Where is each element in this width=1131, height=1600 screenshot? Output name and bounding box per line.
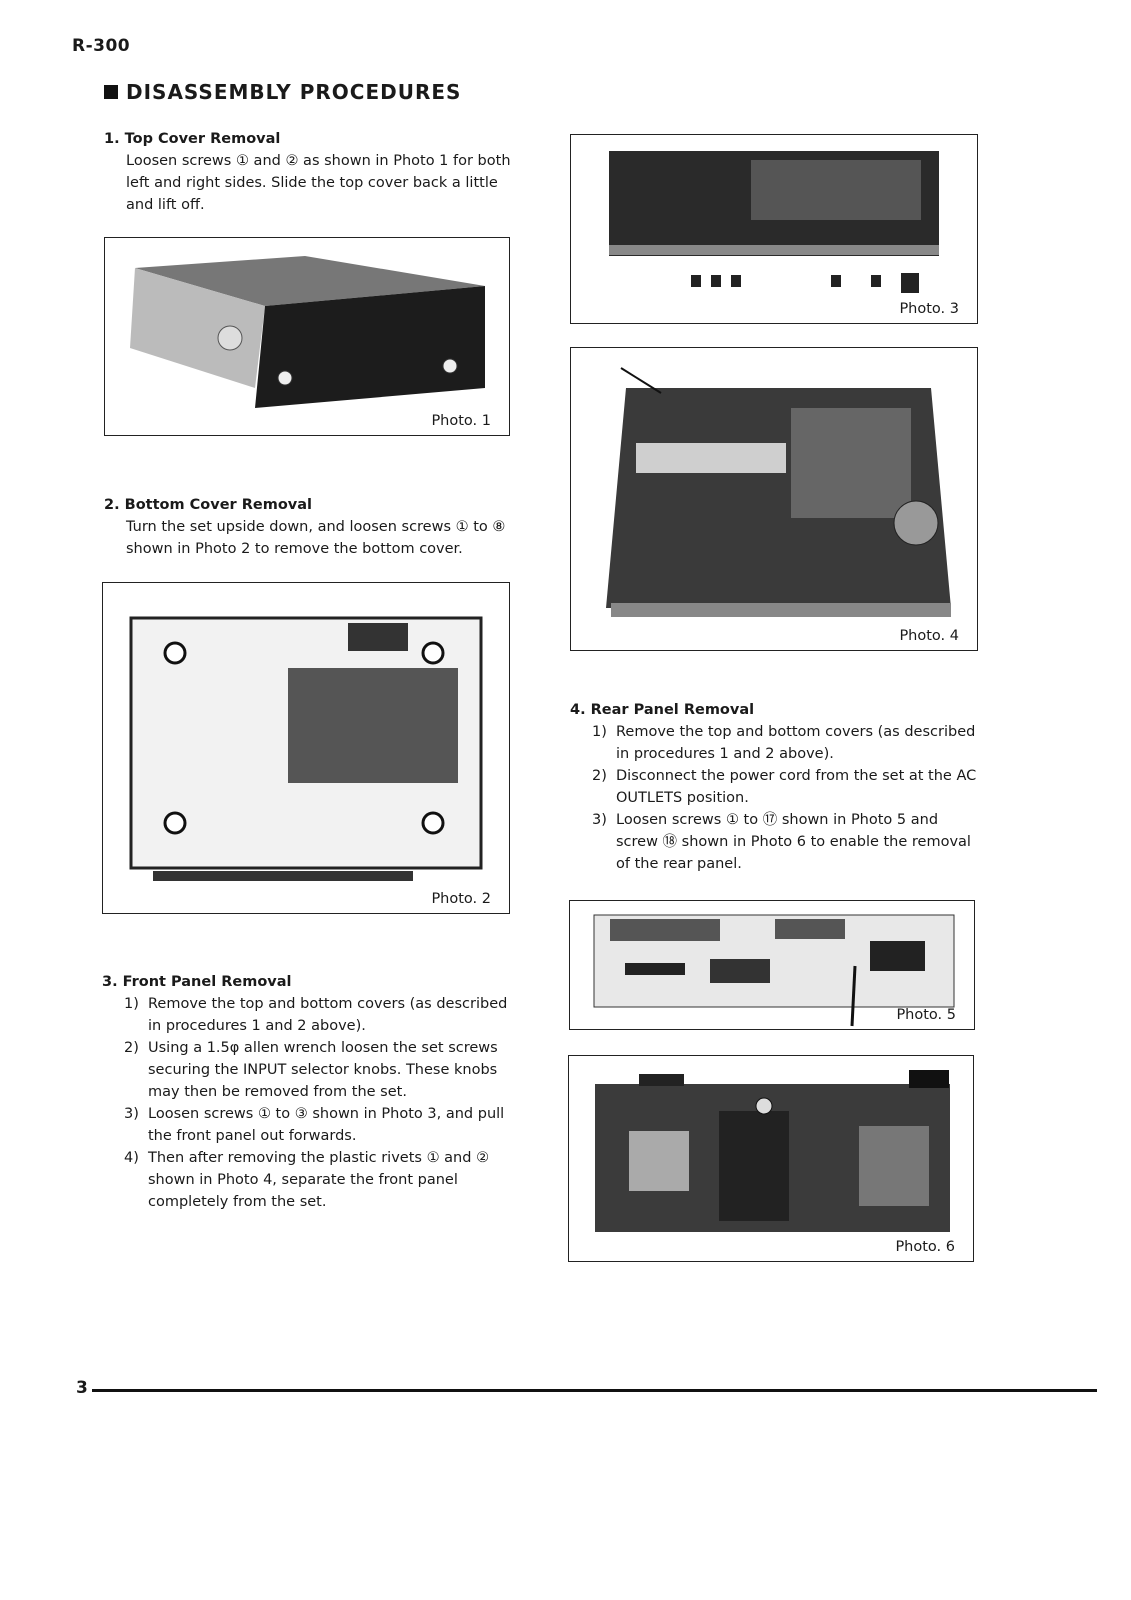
step-number: 2)	[592, 768, 607, 784]
photo-5-image	[593, 914, 955, 1027]
photo-1-image	[130, 256, 485, 408]
list-item: 4) Then after removing the plastic rivets…	[102, 1147, 514, 1213]
bullet-square-icon	[104, 85, 118, 99]
photo-3-caption: Photo. 3	[899, 301, 959, 317]
step-text: Loosen screws ① to ⑰ shown in Photo 5 an…	[616, 812, 971, 872]
section-top-cover: 1. Top Cover Removal Loosen screws ① and…	[104, 128, 514, 216]
photo-6-image	[595, 1070, 950, 1232]
model-number: R-300	[72, 36, 131, 56]
step-text: Using a 1.5φ allen wrench loosen the set…	[148, 1040, 498, 1100]
step-text: Loosen screws ① to ③ shown in Photo 3, a…	[148, 1106, 505, 1144]
page-title: DISASSEMBLY PROCEDURES	[104, 80, 461, 104]
photo-6: Photo. 6	[568, 1055, 974, 1262]
step-text: Remove the top and bottom covers (as des…	[148, 996, 508, 1034]
step-number: 1)	[124, 996, 139, 1012]
section-heading: 2. Bottom Cover Removal	[104, 497, 313, 513]
footer-rule	[92, 1389, 1097, 1392]
section-body: Turn the set upside down, and loosen scr…	[126, 519, 506, 557]
photo-3: Photo. 3	[570, 134, 978, 324]
list-item: 1) Remove the top and bottom covers (as d…	[570, 721, 982, 765]
list-item: 3) Loosen screws ① to ③ shown in Photo 3,…	[102, 1103, 514, 1147]
step-list: 1) Remove the top and bottom covers (as d…	[570, 721, 982, 875]
photo-1-caption: Photo. 1	[431, 413, 491, 429]
photo-3-image	[609, 151, 939, 293]
section-heading: 1. Top Cover Removal	[104, 131, 281, 147]
list-item: 2) Using a 1.5φ allen wrench loosen the s…	[102, 1037, 514, 1103]
step-number: 3)	[592, 812, 607, 828]
step-number: 2)	[124, 1040, 139, 1056]
list-item: 1) Remove the top and bottom covers (as d…	[102, 993, 514, 1037]
step-text: Disconnect the power cord from the set a…	[616, 768, 977, 806]
section-rear-panel: 4. Rear Panel Removal 1) Remove the top a…	[570, 699, 982, 875]
photo-6-caption: Photo. 6	[895, 1239, 955, 1255]
photo-2-image	[129, 616, 483, 881]
section-heading: 4. Rear Panel Removal	[570, 702, 755, 718]
step-number: 3)	[124, 1106, 139, 1122]
photo-5-caption: Photo. 5	[896, 1007, 956, 1023]
step-list: 1) Remove the top and bottom covers (as d…	[102, 993, 514, 1213]
page-number: 3	[76, 1378, 88, 1398]
step-text: Then after removing the plastic rivets ①…	[148, 1150, 490, 1210]
photo-2: Photo. 2	[102, 582, 510, 914]
section-bottom-cover: 2. Bottom Cover Removal Turn the set ups…	[104, 494, 514, 560]
photo-5: Photo. 5	[569, 900, 975, 1030]
step-number: 4)	[124, 1150, 139, 1166]
section-front-panel: 3. Front Panel Removal 1) Remove the top …	[102, 971, 514, 1213]
list-item: 2) Disconnect the power cord from the set…	[570, 765, 982, 809]
list-item: 3) Loosen screws ① to ⑰ shown in Photo 5 …	[570, 809, 982, 875]
page-title-text: DISASSEMBLY PROCEDURES	[126, 80, 462, 104]
photo-2-caption: Photo. 2	[431, 891, 491, 907]
photo-4-image	[606, 367, 951, 617]
photo-4-caption: Photo. 4	[899, 628, 959, 644]
section-body: Loosen screws ① and ② as shown in Photo …	[126, 153, 511, 213]
photo-1: Photo. 1	[104, 237, 510, 436]
photo-4: Photo. 4	[570, 347, 978, 651]
step-number: 1)	[592, 724, 607, 740]
section-heading: 3. Front Panel Removal	[102, 974, 292, 990]
step-text: Remove the top and bottom covers (as des…	[616, 724, 976, 762]
